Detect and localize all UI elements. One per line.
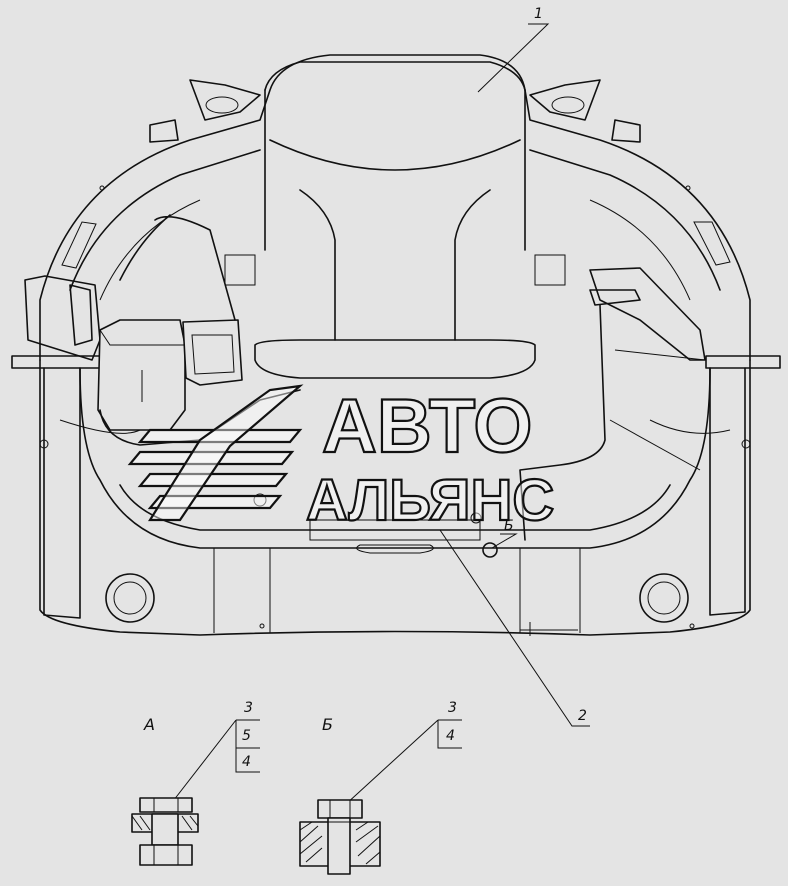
view-a-callout-5: 5 <box>242 728 251 744</box>
view-a-label: А <box>143 715 155 734</box>
callout-1: 1 <box>477 6 550 93</box>
callout-2: 2 <box>439 529 590 727</box>
callout-2-label: 2 <box>578 708 587 724</box>
watermark-line2: АЛЬЯНС <box>306 468 554 533</box>
callout-b-label: Б <box>504 518 514 534</box>
view-b-label: Б <box>322 715 333 734</box>
view-a: А 3 5 4 <box>131 700 260 866</box>
reference-line <box>520 622 578 636</box>
callout-b-marker: Б <box>491 518 518 549</box>
watermark-logo <box>127 384 304 522</box>
view-a-callout-4: 4 <box>242 754 251 770</box>
watermark-line1: АВТО <box>322 384 533 469</box>
watermark: АВТО АЛЬЯНС <box>127 383 555 534</box>
view-b-callout-4: 4 <box>446 728 455 744</box>
view-b-callout-3: 3 <box>448 700 457 716</box>
cab-panel <box>11 54 781 636</box>
bolt-b <box>482 542 498 558</box>
callout-1-label: 1 <box>534 6 543 22</box>
view-b: Б 3 4 <box>299 700 462 875</box>
view-a-callout-3: 3 <box>244 700 253 716</box>
